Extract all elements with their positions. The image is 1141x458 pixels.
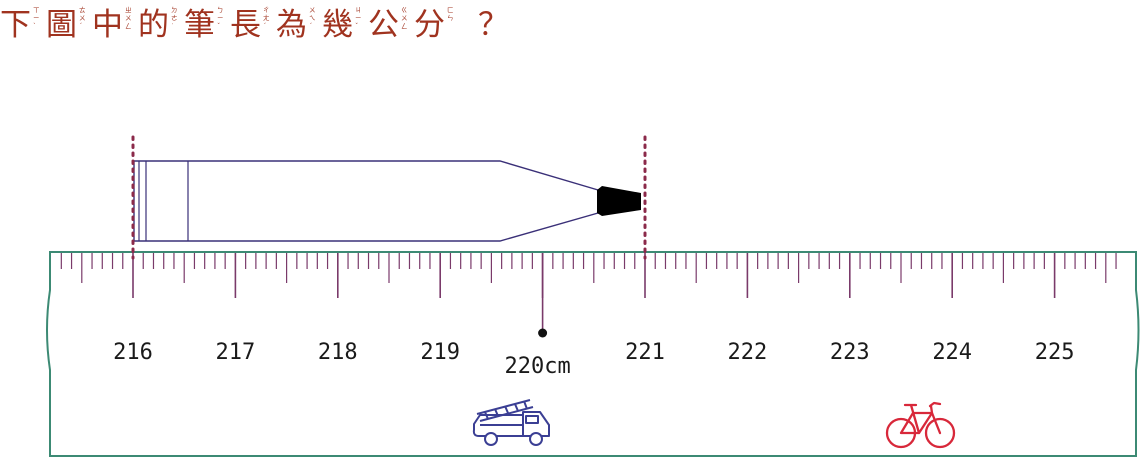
ruler-label: 218 [318,340,358,365]
bicycle-icon [885,401,956,449]
zhuyin-symbol: ㄧ [33,14,40,22]
zhuyin-symbol: ㄜ [171,14,178,22]
zhuyin-symbol: ㄤ [263,14,270,22]
zhuyin-symbol: ㄥ [401,22,408,30]
ruler-ticks [60,253,1117,333]
fire-truck-icon [472,399,550,446]
zhuyin-symbol: ㄐ [355,6,362,14]
ruler-label: 219 [420,340,460,365]
zhuyin-symbol: ㄥ [125,22,132,30]
pen-tip [597,186,641,216]
zhuyin-symbol: ㄧ [217,14,224,22]
zhuyin-symbol: ㄓ [125,6,132,14]
ruler-label: 217 [216,340,256,365]
ruler-label: 225 [1035,340,1075,365]
zhuyin-symbol: ㄈ [447,6,454,14]
zhuyin-symbol: ㄨ [401,14,408,22]
ruler-body [46,251,1140,457]
zhuyin-symbol: ㄣ [447,14,454,22]
ruler-label: 224 [932,340,972,365]
ruler-labels: 216 217 218 219 220cm 221 222 223 224 225 [113,340,1074,379]
pen [133,160,641,242]
question-char: 筆 [184,7,215,43]
ruler-label: 222 [728,340,768,365]
zhuyin-symbol: ˊ [79,22,82,30]
ruler-label: 221 [625,340,665,365]
zhuyin-symbol: ㄔ [263,6,270,14]
ruler-label: 216 [113,340,153,365]
zhuyin-symbol: ㄊ [79,5,86,14]
question-char: 中 [92,7,123,43]
pen-body [133,160,599,242]
question-char: 的 [138,7,169,43]
question-mark: ？ [478,7,509,43]
ruler-center-dot [538,328,548,338]
zhuyin-symbol: ㄧ [355,14,362,22]
question-char: 下 [0,7,31,43]
question-char: 公 [368,7,399,43]
zhuyin-symbol: ˊ [263,22,266,30]
zhuyin-symbol: ㄒ [33,6,40,14]
zhuyin-symbol: ㄨ [79,14,86,22]
ruler: 216 217 218 219 220cm 221 222 223 224 225 [46,251,1140,457]
ruler-label: 220cm [504,354,570,379]
zhuyin-symbol: ㄟ [309,14,316,22]
zhuyin-symbol: ˇ [355,22,358,30]
zhuyin-symbol: ㄨ [309,6,316,14]
zhuyin-symbol: ˊ [309,22,312,30]
zhuyin-symbol: ㄅ [217,6,224,14]
zhuyin-symbol: ˋ [33,22,36,30]
zhuyin-symbol: ㄍ [401,6,408,14]
zhuyin-symbol: ˙ [171,22,174,30]
zhuyin-symbol: ˇ [217,22,220,30]
ruler-label: 223 [830,340,870,365]
question-char: 長 [230,7,261,43]
zhuyin-symbol: ㄨ [125,14,132,22]
zhuyin-symbol: ㄉ [171,5,178,14]
question-char: 圖 [46,7,77,43]
question-char: 分 [414,7,445,43]
question-char: 為 [276,7,307,43]
question-char: 幾 [322,7,353,43]
